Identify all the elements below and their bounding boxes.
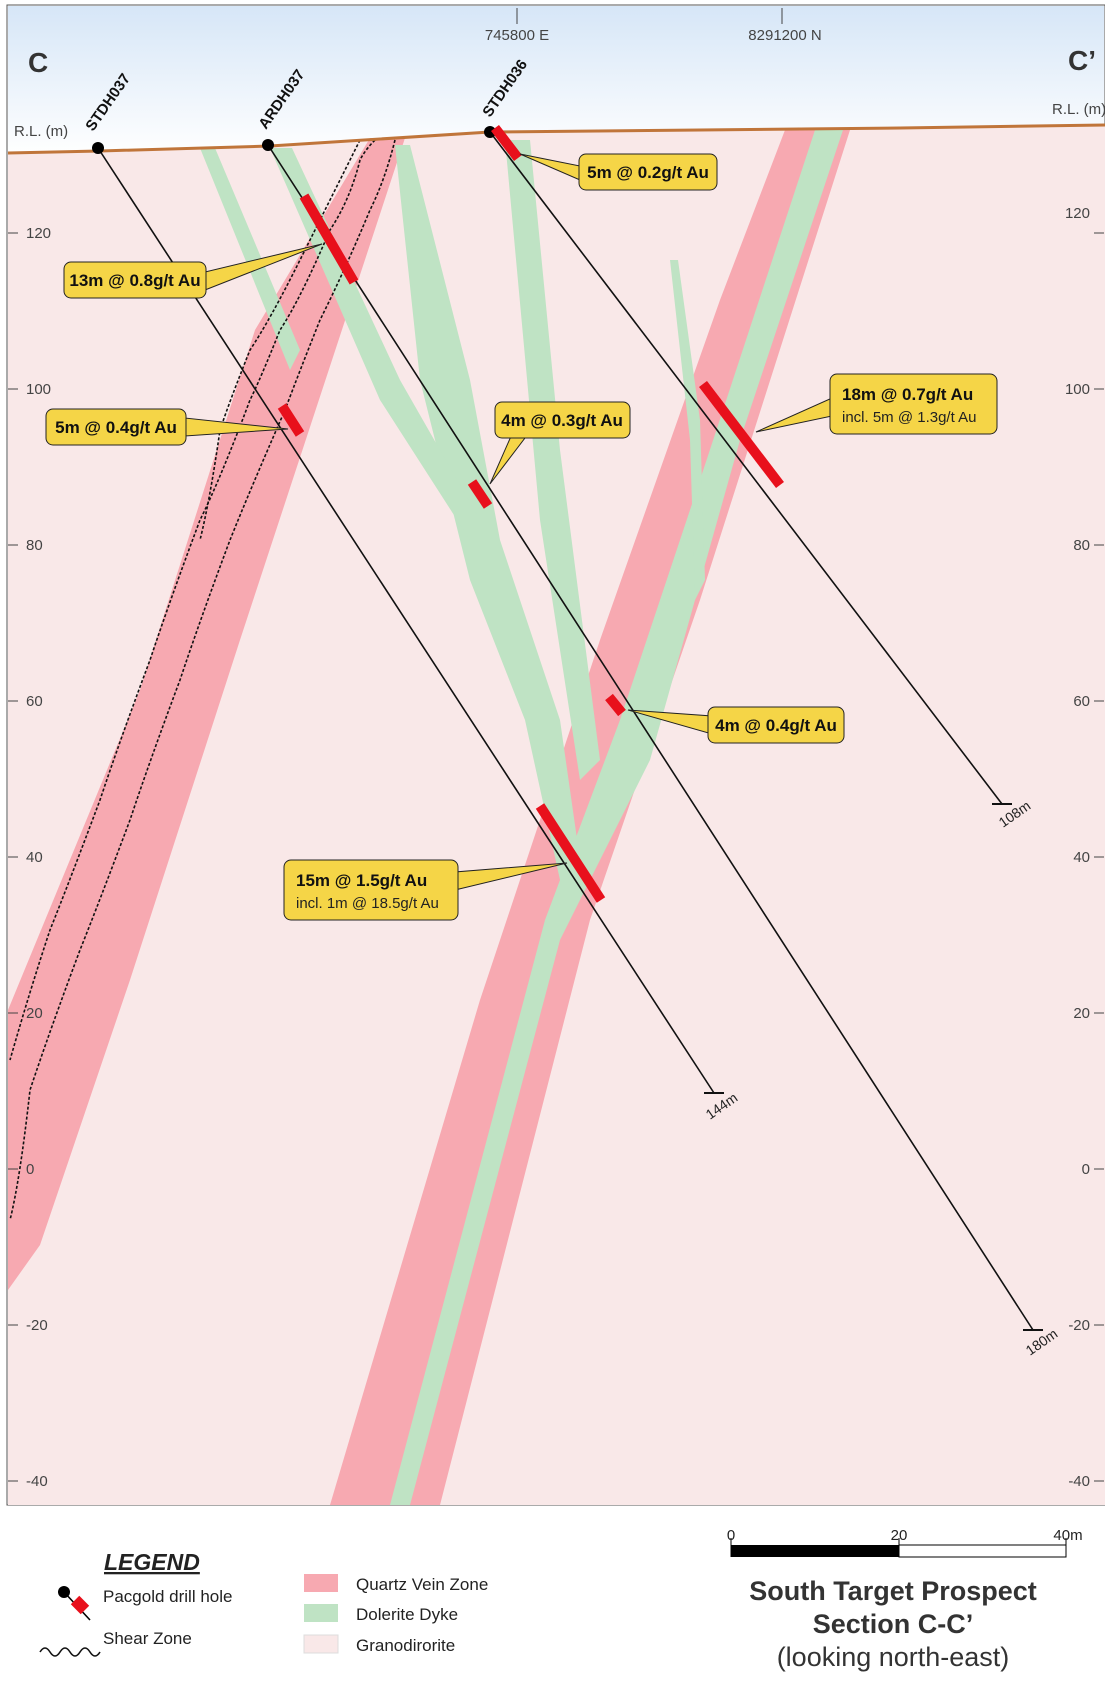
scale-bar-black — [731, 1545, 899, 1557]
rl-tick-left: 40 — [26, 849, 43, 866]
figure-subtitle: Section C-C’ — [813, 1609, 974, 1639]
legend-quartz-label: Quartz Vein Zone — [356, 1575, 488, 1594]
rl-tick-right: 80 — [1073, 537, 1090, 554]
legend-dolerite-label: Dolerite Dyke — [356, 1605, 458, 1624]
rl-tick-right: 120 — [1065, 205, 1090, 222]
rl-tick-right: -20 — [1068, 1317, 1090, 1334]
collar-stdh036 — [484, 126, 496, 138]
rl-tick-right: 20 — [1073, 1005, 1090, 1022]
dolerite-dyke-west — [200, 148, 300, 370]
intercept-bar — [299, 193, 359, 285]
rl-tick-right: 60 — [1073, 693, 1090, 710]
callout-box — [494, 401, 631, 439]
scale-bar-white — [898, 1544, 1067, 1558]
rl-tick-left: -20 — [26, 1317, 48, 1334]
rl-tick-right: -40 — [1068, 1473, 1090, 1490]
legend-dolerite-swatch — [304, 1604, 338, 1622]
callout-box — [63, 261, 207, 299]
legend-granodiorite-label: Granodirorite — [356, 1636, 455, 1655]
intercept-label: 18m @ 0.7g/t Au — [842, 385, 973, 404]
legend-shear-symbol — [39, 1647, 101, 1657]
dolerite-dyke-east — [390, 130, 843, 1505]
intercept-sublabel: incl. 5m @ 1.3g/t Au — [842, 409, 976, 426]
rl-axis-right: 120 100 80 60 40 20 0 -20 -40 — [1065, 205, 1104, 1490]
legend-granodiorite-swatch — [303, 1634, 339, 1654]
legend-drillhole-intercept — [70, 1595, 90, 1615]
dolerite-dyke-north — [670, 260, 705, 600]
legend-quartz-swatch — [304, 1574, 338, 1592]
section-start-letter: C — [28, 47, 48, 78]
figure-title: South Target Prospect — [749, 1576, 1037, 1606]
rl-tick-right: 40 — [1073, 849, 1090, 866]
rl-tick-right: 0 — [1082, 1161, 1090, 1178]
northing-label: 8291200 N — [748, 27, 821, 44]
callout-box — [829, 373, 998, 435]
intercept-label: 15m @ 1.5g/t Au — [296, 871, 427, 890]
intercept-bar — [277, 403, 305, 437]
legend-drillhole-label: Pacgold drill hole — [103, 1587, 232, 1606]
section-end-letter: C’ — [1068, 45, 1096, 76]
scale-label-end: 40m — [1053, 1527, 1082, 1544]
scale-label-mid: 20 — [891, 1527, 908, 1544]
intercept-label: 13m @ 0.8g/t Au — [69, 271, 200, 290]
collar-stdh037 — [92, 142, 104, 154]
intercept-bar — [491, 124, 522, 162]
collar-ardh037 — [262, 139, 274, 151]
rl-tick-right: 100 — [1065, 381, 1090, 398]
rl-label-left: R.L. (m) — [14, 123, 68, 140]
intercept-label: 5m @ 0.2g/t Au — [587, 163, 709, 182]
dolerite-dyke-mid — [505, 140, 600, 780]
rl-tick-left: 20 — [26, 1005, 43, 1022]
rl-tick-left: 100 — [26, 381, 51, 398]
rl-tick-left: 120 — [26, 225, 51, 242]
rl-tick-left: 0 — [26, 1161, 34, 1178]
intercept-bar — [535, 803, 606, 903]
drill-trace-stdh037 — [97, 147, 715, 1094]
drill-trace-stdh036 — [489, 131, 1003, 805]
shear-zone-1 — [9, 139, 376, 1061]
scale-label-zero: 0 — [727, 1527, 735, 1544]
rl-axis-left: 120 100 80 60 40 20 0 -20 -40 — [8, 225, 51, 1490]
intercept-label: 4m @ 0.4g/t Au — [715, 716, 837, 735]
intercept-bar — [699, 380, 784, 489]
callout-box — [45, 408, 187, 446]
callout-box — [578, 153, 718, 191]
easting-label: 745800 E — [485, 27, 549, 44]
figure-view-direction: (looking north-east) — [777, 1642, 1010, 1672]
intercept-label: 5m @ 0.4g/t Au — [55, 418, 177, 437]
intercept-bar — [467, 479, 493, 509]
intercept-label: 4m @ 0.3g/t Au — [501, 411, 623, 430]
intercept-sublabel: incl. 1m @ 18.5g/t Au — [296, 895, 439, 912]
legend-shear-label: Shear Zone — [103, 1629, 192, 1648]
rl-label-right: R.L. (m) — [1052, 101, 1105, 118]
quartz-vein-zone-west — [8, 138, 405, 1290]
rl-tick-left: 80 — [26, 537, 43, 554]
callout-box — [707, 706, 845, 744]
intercept-bar — [605, 693, 626, 717]
rl-tick-left: -40 — [26, 1473, 48, 1490]
legend-title: LEGEND — [104, 1549, 200, 1575]
drill-trace-ardh037 — [267, 144, 1034, 1331]
callout-box — [283, 859, 459, 921]
shear-zone-2 — [9, 139, 396, 1221]
dolerite-dyke-splay — [270, 148, 480, 540]
dolerite-dyke-central — [395, 145, 580, 880]
rl-tick-left: 60 — [26, 693, 43, 710]
